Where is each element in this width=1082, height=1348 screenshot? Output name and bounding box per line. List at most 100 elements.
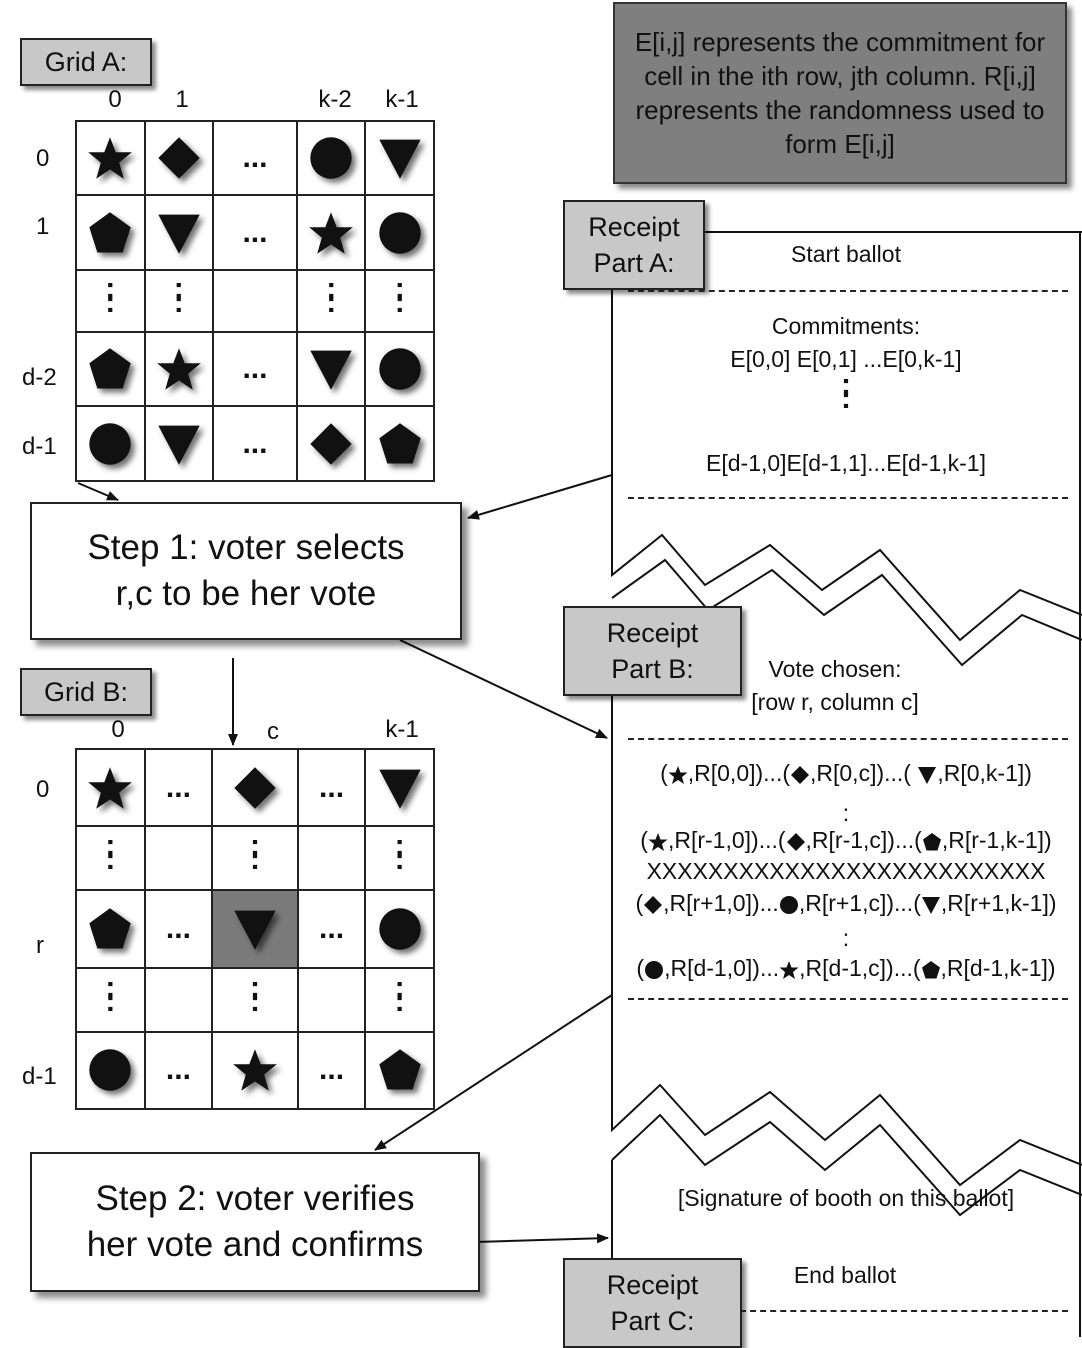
grid-b-cell: ... (296, 1030, 367, 1111)
grid-a-cell (364, 330, 435, 408)
grid-b-cell (296, 966, 367, 1033)
grid-b-cell (364, 1030, 435, 1111)
star-icon (156, 346, 202, 392)
triangle-icon (232, 906, 278, 952)
circle-icon (377, 346, 423, 392)
receipt-b-token: ,R[d-1,k-1]) (940, 955, 1056, 981)
receipt-c-divider (740, 1310, 1068, 1312)
grid-b-row: ...... (75, 747, 435, 828)
grid-a-cell (295, 405, 367, 482)
hdots: ... (319, 770, 345, 804)
circle-icon (87, 421, 133, 467)
grid-a-row: ... (75, 330, 435, 408)
grid-b-cell (211, 747, 299, 828)
grid-b-cell: : : (75, 825, 146, 892)
grid-a-cell: ... (212, 194, 298, 271)
grid-a: ......: :: :: :: :...... (75, 119, 435, 482)
grid-b-cell (211, 1030, 299, 1111)
pentagon-icon (922, 832, 942, 852)
receipt-paper-b (611, 558, 1082, 1187)
grid-a-cell (364, 119, 435, 197)
receipt-b-token: ,R[0,c])...( (810, 760, 918, 786)
grid-b-cell: : : (364, 966, 435, 1033)
receipt-b-token: ( (660, 760, 668, 786)
receipt-part-a-label: Receipt Part A: (563, 200, 705, 290)
triangle-icon (921, 895, 941, 915)
grid-a-row: : :: :: :: : (75, 268, 435, 334)
diamond-icon (232, 765, 278, 811)
receipt-b-line: (,R[r+1,0])...,R[r+1,c])...(,R[r+1,k-1]) (610, 890, 1082, 917)
commitment-note: E[i,j] represents the commitment for cel… (613, 2, 1067, 184)
receipt-b-token: ,R[r-1,0])...( (667, 827, 786, 853)
receipt-b-token: ,R[0,k-1]) (937, 760, 1032, 786)
arrow-receipt-b-to-step2 (374, 994, 613, 1151)
grid-a-cell (143, 119, 215, 197)
diamond-icon (156, 135, 202, 181)
receipt-a-divider-top (628, 290, 1068, 292)
receipt-b-divider-bottom (628, 998, 1068, 1000)
star-icon (87, 765, 133, 811)
grid-b-cell (364, 747, 435, 828)
grid-a-label-text: Grid A: (44, 46, 128, 77)
receipt-b-token: ,R[r+1,0])... (663, 890, 779, 916)
receipt-b-vdots-2: : (842, 925, 850, 951)
receipt-paper-a (611, 231, 1082, 642)
arrow-receipt-a-to-step1 (467, 474, 613, 520)
triangle-icon (156, 210, 202, 256)
grid-a-row-label: d-1 (22, 433, 57, 460)
grid-b-cell (143, 966, 214, 1033)
grid-a-col-header: 0 (108, 86, 122, 113)
grid-a-cell (212, 268, 298, 334)
triangle-icon (377, 765, 423, 811)
hdots: ... (165, 911, 191, 945)
pentagon-icon (87, 346, 133, 392)
circle-icon (377, 906, 423, 952)
grid-b-label-text: Grid B: (43, 676, 129, 707)
triangle-icon (156, 421, 202, 467)
grid-b-cell (75, 1030, 146, 1111)
receipt-a-start: Start ballot (791, 241, 901, 267)
receipt-b-line: (,R[d-1,0])...,R[d-1,c])...(,R[d-1,k-1]) (610, 955, 1082, 982)
grid-a-col-header: k-2 (318, 86, 352, 113)
hdots: ... (242, 426, 268, 460)
receipt-b-token: ,R[r-1,k-1]) (941, 827, 1052, 853)
receipt-c-signature: [Signature of booth on this ballot] (677, 1185, 1015, 1211)
receipt-b-vote-title: Vote chosen: (768, 656, 902, 682)
grid-b-row-label: d-1 (22, 1063, 57, 1090)
grid-a-cell (364, 405, 435, 482)
pentagon-icon (921, 960, 941, 980)
step2-box: Step 2: voter verifies her vote and conf… (30, 1152, 480, 1292)
grid-b-cell (75, 747, 146, 828)
arrow-grid-a-to-step1 (77, 482, 119, 501)
receipt-part-c-label-text: Receipt Part C: (606, 1270, 699, 1336)
grid-a-row: ... (75, 405, 435, 482)
grid-a-cell: : : (295, 268, 367, 334)
receipt-b-token: ,R[r+1,c])...( (798, 890, 921, 916)
grid-b-row: ...... (75, 889, 435, 969)
grid-b: ......: :: :: :......: :: :: :...... (75, 747, 435, 1111)
vdots: : : (105, 271, 116, 319)
vdots: : : (105, 970, 116, 1018)
triangle-icon (308, 346, 354, 392)
grid-a-row: ... (75, 119, 435, 197)
arrow-step1-to-receipt-b (399, 639, 608, 739)
receipt-c-end: End ballot (793, 1262, 897, 1288)
grid-a-cell (143, 194, 215, 271)
circle-icon (308, 135, 354, 181)
triangle-icon (917, 765, 937, 785)
grid-b-cell (296, 825, 367, 892)
star-icon (779, 960, 799, 980)
grid-b-cell: : : (364, 825, 435, 892)
grid-b-cell (364, 889, 435, 969)
receipt-b-line: (,R[0,0])...(,R[0,c])...( ,R[0,k-1]) (610, 760, 1082, 787)
grid-b-col-header: k-1 (385, 716, 419, 743)
vdots: : : (249, 970, 260, 1018)
grid-a-label: Grid A: (20, 38, 152, 86)
grid-b-cell: ... (143, 1030, 214, 1111)
grid-a-cell: ... (212, 119, 298, 197)
receipt-b-line: XXXXXXXXXXXXXXXXXXXXXXXXXX (646, 858, 1046, 884)
receipt-b-token: ( (636, 955, 645, 981)
receipt-b-token: ,R[d-1,0])... (664, 955, 780, 981)
receipt-a-line-first: E[0,0] E[0,1] ...E[0,k-1] (730, 346, 962, 372)
